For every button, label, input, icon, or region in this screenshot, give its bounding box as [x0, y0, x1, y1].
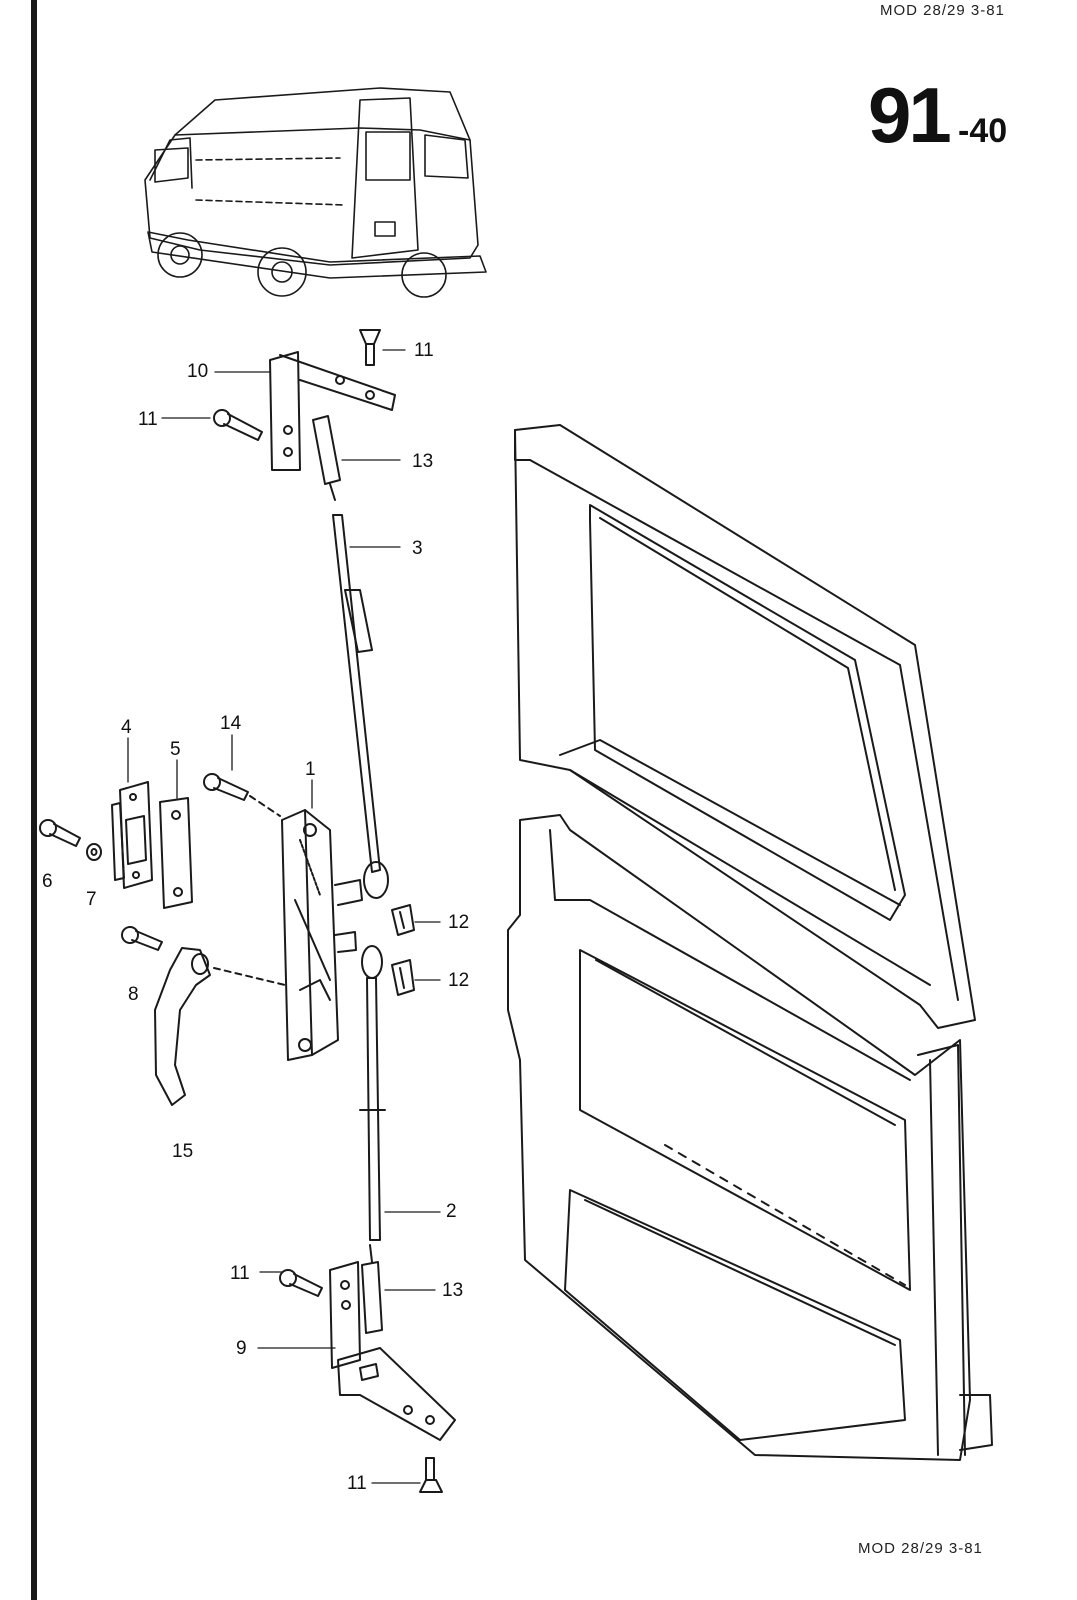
callout-11-top: 11: [414, 340, 434, 361]
screw-part-11-top: [359, 329, 381, 366]
callout-13-upper: 13: [412, 451, 434, 472]
callout-11-bottom: 11: [347, 1473, 367, 1494]
screw-part-11-bottom: [419, 1457, 443, 1493]
callout-2: 2: [446, 1201, 457, 1222]
callout-9: 9: [236, 1338, 247, 1359]
callout-4: 4: [121, 717, 132, 738]
van-thumbnail: [144, 87, 487, 298]
door-lower-panel: [507, 814, 993, 1461]
callout-6: 6: [42, 871, 53, 892]
upper-rod-part-3: [332, 514, 389, 899]
screw-part-14: [203, 773, 281, 817]
callout-10: 10: [187, 361, 209, 382]
callout-11-lower-left: 11: [230, 1263, 250, 1284]
callout-15: 15: [172, 1141, 194, 1162]
callout-3: 3: [412, 538, 423, 559]
bolt-part-8: [121, 926, 163, 951]
shim-part-5: [159, 797, 193, 909]
callout-14: 14: [220, 713, 242, 734]
header-model-reference: MOD 28/29 3-81: [880, 2, 1005, 19]
washer-part-7: [86, 843, 102, 861]
bolt-part-6: [39, 819, 81, 847]
striker-plate-part-4: [111, 781, 153, 889]
rod-end-part-13-lower: [361, 1244, 383, 1334]
callout-7: 7: [86, 889, 97, 910]
callout-12-lower: 12: [448, 970, 470, 991]
callout-1: 1: [305, 759, 316, 780]
upper-hinge-part-10: [269, 351, 396, 471]
lock-body-part-1: [281, 809, 363, 1061]
rod-end-part-13-upper: [312, 415, 341, 501]
callout-13-lower: 13: [442, 1280, 464, 1301]
callout-12-upper: 12: [448, 912, 470, 933]
screw-part-11-lower-left: [279, 1269, 323, 1297]
leader-lines: [127, 349, 441, 1484]
page-number: 91: [868, 71, 952, 159]
callout-5: 5: [170, 739, 181, 760]
lower-hinge-part-9: [329, 1261, 456, 1441]
inside-handle-part-15: [154, 947, 286, 1106]
page-number-suffix: -40: [958, 112, 1008, 150]
lower-rod-part-2: [359, 945, 386, 1241]
callout-11-upper-left: 11: [138, 409, 158, 430]
door-upper-window-frame: [514, 424, 976, 1029]
clip-part-12-upper: [391, 904, 415, 936]
callout-8: 8: [128, 984, 139, 1005]
footer-model-reference: MOD 28/29 3-81: [858, 1540, 983, 1557]
clip-part-12-lower: [391, 959, 415, 996]
screw-part-11-upper-left: [213, 409, 263, 441]
